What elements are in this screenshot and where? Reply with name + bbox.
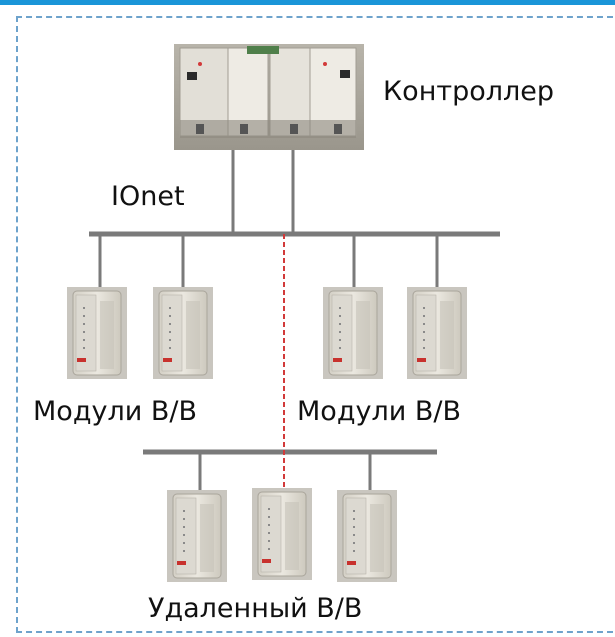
remote-module-1 [166, 489, 228, 583]
modules-right-label: Модули В/В [297, 396, 461, 427]
io-module-1 [66, 286, 128, 380]
top-accent-bar [0, 0, 615, 5]
io-module-2 [152, 286, 214, 380]
io-module-4 [406, 286, 468, 380]
remote-module-3 [336, 489, 398, 583]
network-label: IOnet [111, 181, 185, 212]
remote-module-2 [251, 487, 313, 581]
remote-io-label: Удаленный В/В [148, 593, 363, 624]
io-module-3 [322, 286, 384, 380]
controller-label: Контроллер [383, 76, 554, 107]
dashed-frame [16, 16, 613, 633]
controller-image [174, 44, 364, 150]
modules-left-label: Модули В/В [33, 396, 197, 427]
